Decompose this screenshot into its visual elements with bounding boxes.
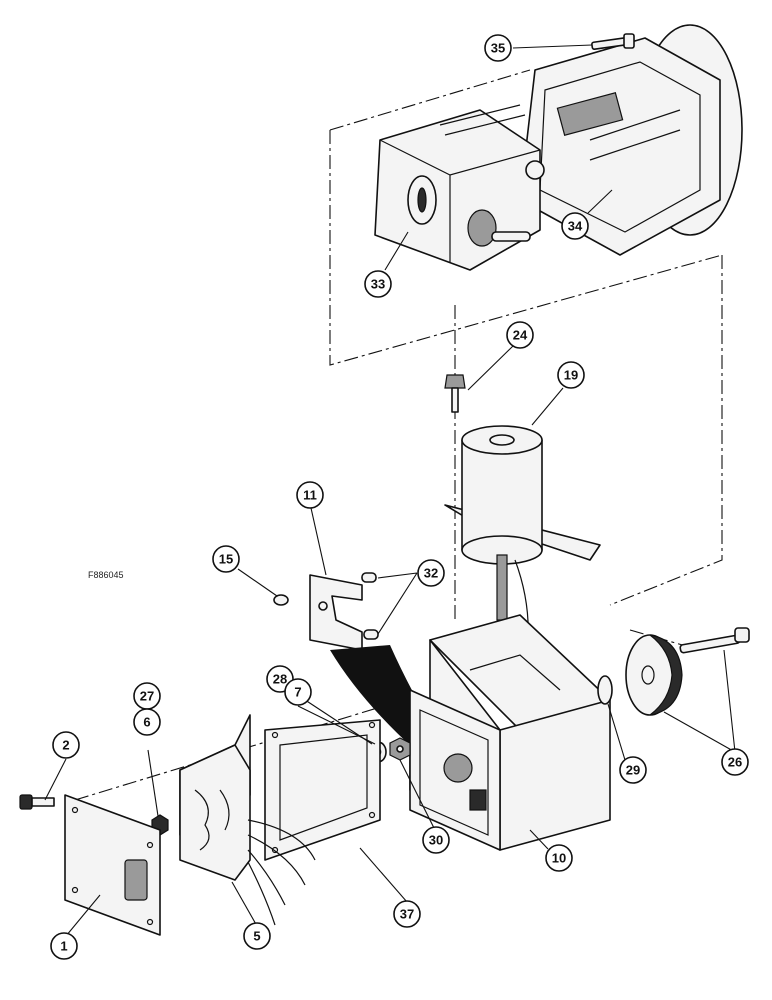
callout-7: 7 bbox=[284, 678, 312, 706]
leader-lines bbox=[44, 44, 736, 937]
callout-33: 33 bbox=[364, 270, 392, 298]
bolt-35 bbox=[591, 33, 635, 51]
callout-30: 30 bbox=[422, 826, 450, 854]
callout-7-label: 7 bbox=[294, 685, 301, 700]
callout-28-label: 28 bbox=[273, 672, 287, 687]
callout-32: 32 bbox=[417, 559, 445, 587]
callout-24-label: 24 bbox=[513, 328, 528, 343]
callout-10-label: 10 bbox=[552, 851, 566, 866]
callout-6-label: 6 bbox=[143, 715, 150, 730]
circuit-board-5 bbox=[179, 714, 316, 926]
callout-33-label: 33 bbox=[371, 277, 385, 292]
callout-29: 29 bbox=[619, 756, 647, 784]
gearbox-housing-10 bbox=[409, 614, 611, 851]
callout-27: 27 bbox=[133, 682, 161, 710]
callout-15-label: 15 bbox=[219, 552, 233, 567]
washer-29 bbox=[597, 675, 613, 705]
callout-11-label: 11 bbox=[303, 488, 317, 503]
callout-1-label: 1 bbox=[60, 939, 67, 954]
callout-5-label: 5 bbox=[253, 929, 260, 944]
callout-5: 5 bbox=[243, 922, 271, 950]
callout-34: 34 bbox=[561, 212, 589, 240]
cover-plate-1 bbox=[64, 794, 161, 936]
pins-32 bbox=[361, 572, 379, 640]
callout-35: 35 bbox=[484, 34, 512, 62]
callout-10: 10 bbox=[545, 844, 573, 872]
callout-29-label: 29 bbox=[626, 763, 640, 778]
callout-37: 37 bbox=[393, 900, 421, 928]
callout-19-label: 19 bbox=[564, 368, 578, 383]
callout-19: 19 bbox=[557, 361, 585, 389]
motor-19 bbox=[444, 425, 601, 641]
callout-11: 11 bbox=[296, 481, 324, 509]
callout-1: 1 bbox=[50, 932, 78, 960]
bolt-2 bbox=[19, 794, 55, 810]
callout-32-label: 32 bbox=[424, 566, 438, 581]
figure-reference: F886045 bbox=[88, 570, 124, 580]
callout-2: 2 bbox=[52, 731, 80, 759]
gear-26 bbox=[625, 627, 750, 716]
screw-24 bbox=[444, 374, 466, 413]
callout-26: 26 bbox=[721, 748, 749, 776]
callout-2-label: 2 bbox=[62, 738, 69, 753]
nut-30 bbox=[389, 737, 411, 761]
callout-34-label: 34 bbox=[568, 219, 583, 234]
callout-27-label: 27 bbox=[140, 689, 154, 704]
gasket-37 bbox=[264, 719, 381, 861]
switch-assembly-33 bbox=[374, 104, 545, 271]
callout-26-label: 26 bbox=[728, 755, 742, 770]
callout-35-label: 35 bbox=[491, 41, 505, 56]
callout-6: 6 bbox=[133, 708, 161, 736]
callout-15: 15 bbox=[212, 545, 240, 573]
bracket-11 bbox=[309, 574, 363, 651]
callout-30-label: 30 bbox=[429, 833, 443, 848]
callout-37-label: 37 bbox=[400, 907, 414, 922]
washer-15 bbox=[273, 594, 289, 606]
callout-24: 24 bbox=[506, 321, 534, 349]
housing-flange-34 bbox=[519, 24, 743, 256]
